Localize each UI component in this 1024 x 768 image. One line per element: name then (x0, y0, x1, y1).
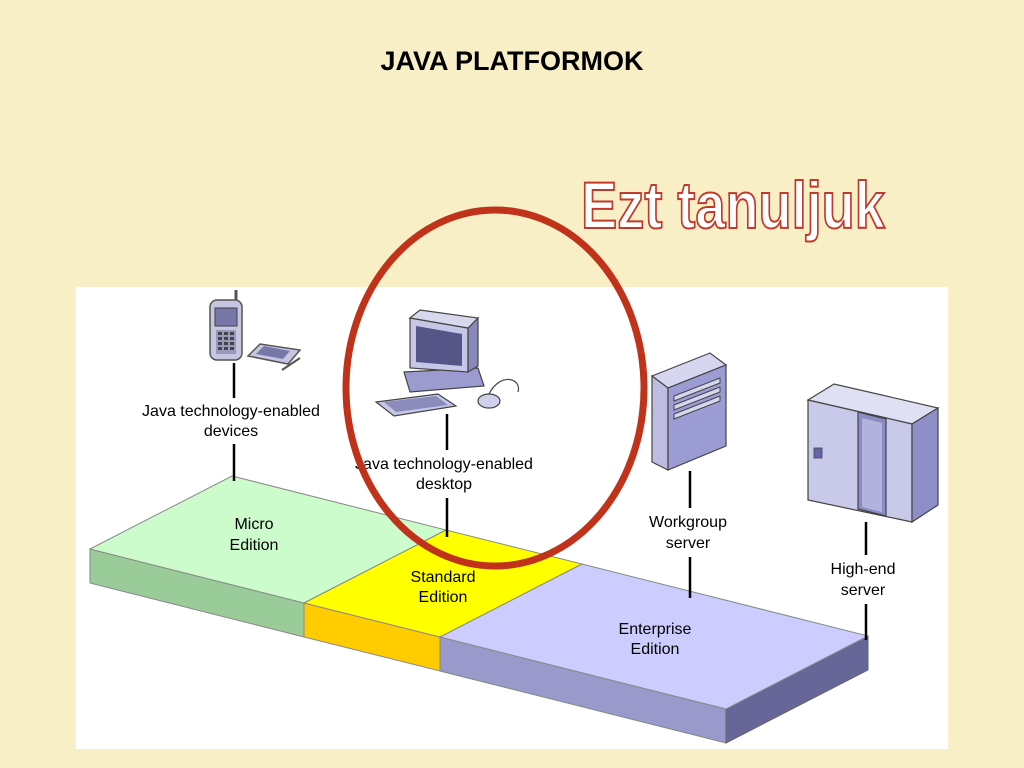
highend-label-line1: High-end (831, 561, 896, 578)
desktop-computer-icon (374, 309, 519, 417)
slide-title: JAVA PLATFORMOK (380, 46, 644, 76)
enterprise-edition-slab (438, 563, 870, 744)
high-end-server-icon (806, 383, 940, 524)
enterprise-edition-label-line2: Edition (631, 641, 680, 658)
desktop-label-line1: Java technology-enabled (355, 456, 533, 473)
devices-label-line2: devices (204, 423, 258, 440)
highlight-ellipse (342, 206, 648, 570)
platform-labels: Micro Edition Standard Edition Enterpris… (230, 516, 692, 658)
connector-lines (232, 363, 868, 640)
workgroup-server-icon (650, 352, 728, 471)
standard-edition-label-line2: Edition (419, 589, 468, 606)
standard-edition-label-line1: Standard (411, 569, 476, 586)
micro-edition-label-line2: Edition (230, 537, 279, 554)
micro-edition-label-line1: Micro (234, 516, 273, 533)
node-labels: Java technology-enabled devices Java tec… (142, 403, 895, 599)
workgroup-label-line1: Workgroup (649, 514, 727, 531)
workgroup-label-line2: server (666, 535, 711, 552)
mobile-devices-icon (209, 290, 302, 371)
callout-text: Ezt tanuljuk (581, 168, 885, 242)
desktop-label-line2: desktop (416, 476, 472, 493)
devices-label-line1: Java technology-enabled (142, 403, 320, 420)
enterprise-edition-label-line1: Enterprise (619, 621, 692, 638)
highend-label-line2: server (841, 582, 886, 599)
